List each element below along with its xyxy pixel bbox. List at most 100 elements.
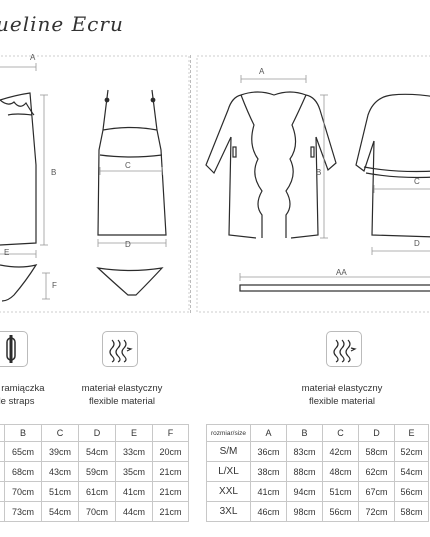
table-row-size: 3XL bbox=[206, 501, 251, 522]
table-cell: 35cm bbox=[115, 461, 153, 482]
table-header-cell: A bbox=[250, 424, 287, 442]
dim-label-robe-b: B bbox=[316, 168, 322, 177]
table-cell: 33cm bbox=[115, 441, 153, 462]
table-cell: 20cm bbox=[152, 441, 189, 462]
table-cell: 67cm bbox=[358, 481, 395, 502]
table-cell: 52cm bbox=[394, 441, 429, 462]
table-row: 68cm 43cm 59cm 35cm 21cm bbox=[0, 461, 189, 482]
table-row: 70cm 51cm 61cm 41cm 21cm bbox=[0, 481, 189, 502]
table-cell: 41cm bbox=[250, 481, 287, 502]
table-header-cell: B bbox=[4, 424, 42, 442]
table-row: 73cm 54cm 70cm 44cm 21cm bbox=[0, 501, 189, 522]
table-cell: 41cm bbox=[115, 481, 153, 502]
table-cell: 39cm bbox=[41, 441, 79, 462]
table-header-cell: C bbox=[41, 424, 79, 442]
table-cell: 72cm bbox=[358, 501, 395, 522]
table-cell: 88cm bbox=[286, 461, 323, 482]
table-cell: 51cm bbox=[41, 481, 79, 502]
table-header-cell: C bbox=[322, 424, 359, 442]
table-header-cell: D bbox=[358, 424, 395, 442]
table-row: XXL 41cm 94cm 51cm 67cm 56cm bbox=[206, 481, 429, 502]
feature-flex-right-en: flexible material bbox=[309, 396, 375, 407]
table-cell: 48cm bbox=[322, 461, 359, 482]
dim-label-e: E bbox=[4, 248, 10, 257]
table-cell: 54cm bbox=[394, 461, 429, 482]
robe-diagram-panel: A B C D AA bbox=[196, 55, 430, 313]
robe-front-drawing bbox=[205, 91, 337, 239]
feature-straps-pl: ne ramiączka bbox=[0, 383, 45, 394]
table-header-cell: D bbox=[78, 424, 116, 442]
table-cell: 56cm bbox=[322, 501, 359, 522]
table-cell: 44cm bbox=[115, 501, 153, 522]
dim-label-robe-c: C bbox=[414, 177, 420, 186]
panties-back-drawing bbox=[96, 267, 164, 296]
robe-back-drawing bbox=[355, 93, 430, 238]
table-row: 65cm 39cm 54cm 33cm 20cm bbox=[0, 441, 189, 462]
table-cell: 36cm bbox=[250, 441, 287, 462]
table-cell: 43cm bbox=[41, 461, 79, 482]
feature-flexible-material-left: materiał elastyczny flexible material bbox=[72, 382, 172, 408]
panties-front-drawing bbox=[0, 264, 38, 302]
table-cell: 54cm bbox=[41, 501, 79, 522]
panel-divider bbox=[190, 55, 191, 313]
table-cell: 65cm bbox=[4, 441, 42, 462]
table-cell: 62cm bbox=[358, 461, 395, 482]
table-cell: 61cm bbox=[78, 481, 116, 502]
feature-flexible-material-right: materiał elastyczny flexible material bbox=[292, 382, 392, 408]
table-cell: 58cm bbox=[358, 441, 395, 462]
stretch-fabric-icon bbox=[102, 331, 138, 367]
table-cell: 38cm bbox=[250, 461, 287, 482]
table-row: S/M 36cm 83cm 42cm 58cm 52cm bbox=[206, 441, 429, 462]
table-header-cell: rozmiar/size bbox=[206, 424, 251, 442]
dim-label-robe-aa: AA bbox=[336, 268, 347, 277]
robe-drawings bbox=[196, 55, 430, 313]
table-row-size: XXL bbox=[206, 481, 251, 502]
table-cell: 70cm bbox=[4, 481, 42, 502]
chemise-back-drawing bbox=[97, 89, 167, 236]
dim-label-c: C bbox=[125, 161, 131, 170]
chemise-drawings bbox=[0, 55, 190, 313]
table-header-row: B C D E F bbox=[0, 424, 189, 442]
table-cell: 70cm bbox=[78, 501, 116, 522]
table-cell: 56cm bbox=[394, 481, 429, 502]
dim-label-d: D bbox=[125, 240, 131, 249]
chemise-diagram-panel: A B C D E F bbox=[0, 53, 190, 313]
table-cell: 46cm bbox=[250, 501, 287, 522]
table-header-cell: E bbox=[394, 424, 429, 442]
table-cell: 59cm bbox=[78, 461, 116, 482]
table-header-cell: B bbox=[286, 424, 323, 442]
table-header-cell: E bbox=[115, 424, 153, 442]
table-cell: 98cm bbox=[286, 501, 323, 522]
table-row: L/XL 38cm 88cm 48cm 62cm 54cm bbox=[206, 461, 429, 482]
table-cell: 94cm bbox=[286, 481, 323, 502]
table-row-size: S/M bbox=[206, 441, 251, 462]
feature-adjustable-straps: ne ramiączka able straps bbox=[0, 382, 58, 408]
dim-label-robe-d: D bbox=[414, 239, 420, 248]
feature-flex-right-pl: materiał elastyczny bbox=[301, 383, 383, 394]
strap-adjuster-icon bbox=[0, 331, 28, 367]
table-cell: 51cm bbox=[322, 481, 359, 502]
robe-belt-drawing bbox=[239, 284, 430, 292]
feature-flex-left-pl: materiał elastyczny bbox=[81, 383, 163, 394]
chemise-front-drawing bbox=[0, 92, 37, 246]
dim-label-b: B bbox=[51, 168, 57, 177]
product-title: ueline Ecru bbox=[0, 12, 124, 36]
table-row: 3XL 46cm 98cm 56cm 72cm 58cm bbox=[206, 501, 429, 522]
table-cell: 73cm bbox=[4, 501, 42, 522]
dim-label-f: F bbox=[52, 281, 57, 290]
feature-flex-left-en: flexible material bbox=[89, 396, 155, 407]
size-table-chemise: B C D E F 65cm 39cm 54cm 33cm 20cm 68cm … bbox=[0, 424, 189, 522]
table-header-cell: F bbox=[152, 424, 189, 442]
table-cell: 21cm bbox=[152, 501, 189, 522]
table-cell: 68cm bbox=[4, 461, 42, 482]
table-row-size: L/XL bbox=[206, 461, 251, 482]
table-cell: 21cm bbox=[152, 481, 189, 502]
table-cell: 21cm bbox=[152, 461, 189, 482]
feature-straps-en: able straps bbox=[0, 396, 35, 407]
dim-label-a: A bbox=[30, 53, 36, 62]
table-header-row: rozmiar/size A B C D E bbox=[206, 424, 429, 442]
stretch-fabric-icon-right bbox=[326, 331, 362, 367]
table-cell: 83cm bbox=[286, 441, 323, 462]
table-cell: 58cm bbox=[394, 501, 429, 522]
table-cell: 42cm bbox=[322, 441, 359, 462]
